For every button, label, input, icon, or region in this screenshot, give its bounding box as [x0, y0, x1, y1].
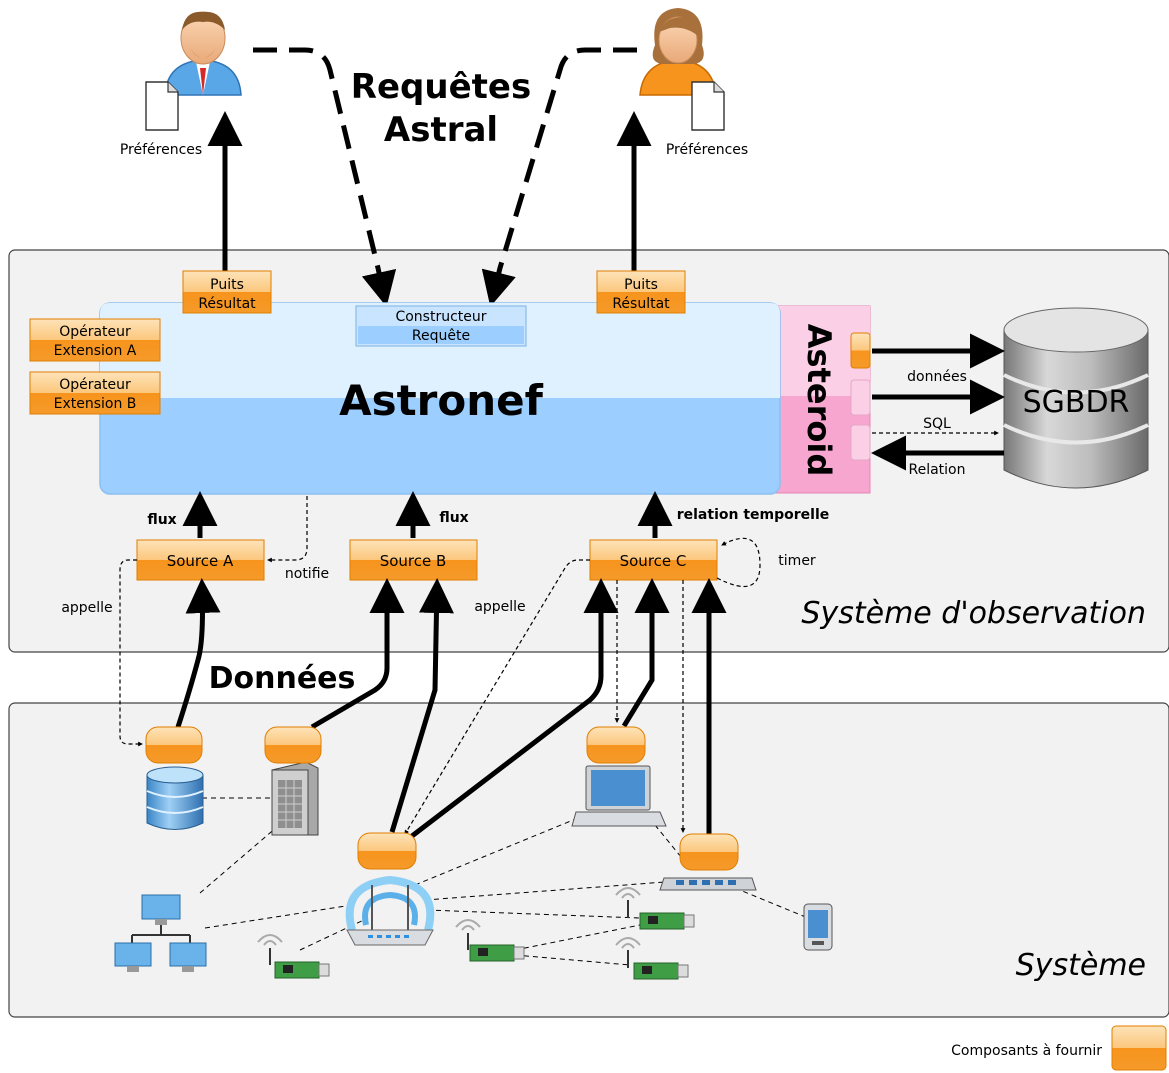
timer-loop: [716, 537, 761, 587]
relation-temporelle-label: relation temporelle: [677, 507, 830, 523]
source-c: Source C: [589, 539, 718, 581]
svg-text:Constructeur: Constructeur: [395, 309, 486, 325]
device-connector-switch: [679, 833, 739, 871]
donnees-label: données: [907, 369, 967, 385]
svg-text:Extension A: Extension A: [54, 343, 137, 359]
appelle-left-label: appelle: [61, 600, 112, 616]
svg-text:Source A: Source A: [167, 552, 234, 570]
laptop-icon: [571, 765, 667, 827]
legend-swatch: [1111, 1025, 1167, 1071]
source-a: Source A: [136, 539, 265, 581]
appelle-mid-label: appelle: [474, 599, 525, 615]
data-link-laptop-to-source-c: [621, 578, 670, 728]
database-sgbdr: SGBDR: [1003, 307, 1149, 489]
puits-resultat-left: Puits Résultat: [182, 270, 272, 314]
asteroid-connector: [850, 379, 871, 416]
preferences-left-label: Préférences: [120, 142, 202, 158]
astronef-title: Astronef: [339, 376, 544, 425]
database-icon: [146, 766, 204, 830]
timer-label: timer: [778, 553, 816, 569]
device-connector-laptop: [586, 726, 646, 764]
appelle-left-arrow: [119, 559, 143, 747]
puits-resultat-right: Puits Résultat: [596, 270, 686, 314]
svg-text:Requête: Requête: [412, 328, 470, 344]
flux-label-a: flux: [147, 512, 176, 528]
svg-text:Résultat: Résultat: [612, 296, 670, 312]
server-icon: [271, 761, 319, 836]
preferences-right-label: Préférences: [666, 142, 748, 158]
asteroid-title: Asteroid: [800, 324, 838, 476]
svg-text:Résultat: Résultat: [198, 296, 256, 312]
legend-label: Composants à fournir: [951, 1043, 1102, 1059]
switch-icon: [659, 877, 757, 891]
device-links: [199, 797, 809, 966]
requests-label-line2: Astral: [384, 110, 498, 150]
sensor-board-icon: [615, 887, 695, 930]
notifie-label: notifie: [285, 566, 329, 582]
request-arrow-left: [253, 47, 397, 307]
flux-label-b: flux: [439, 510, 468, 526]
sql-label: SQL: [923, 416, 951, 432]
svg-text:Puits: Puits: [210, 277, 244, 293]
operator-extension-a: Opérateur Extension A: [29, 318, 161, 362]
sgbdr-label: SGBDR: [1023, 385, 1130, 420]
observation-system-title: Système d'observation: [801, 596, 1146, 631]
svg-text:Source B: Source B: [380, 552, 447, 570]
phone-icon: [803, 903, 833, 951]
source-b: Source B: [349, 539, 478, 581]
wifi-router-icon: [345, 875, 435, 946]
svg-text:Opérateur: Opérateur: [59, 377, 131, 393]
device-connector-server: [264, 726, 322, 764]
data-link-router-to-source-b: [389, 578, 454, 833]
svg-text:Extension B: Extension B: [54, 396, 137, 412]
system-title: Système: [1016, 948, 1146, 983]
svg-text:Puits: Puits: [624, 277, 658, 293]
sensor-board-icon: [257, 934, 330, 979]
data-link-server-to-source-b: [310, 578, 405, 730]
relation-label: Relation: [909, 462, 966, 478]
device-connector-router: [357, 832, 417, 870]
svg-text:Opérateur: Opérateur: [59, 324, 131, 340]
requests-label-line1: Requêtes: [351, 67, 531, 107]
constructeur-requete-box: Constructeur Requête: [355, 305, 527, 347]
data-label: Données: [209, 661, 356, 696]
operator-extension-b: Opérateur Extension B: [29, 371, 161, 415]
document-icon: [691, 81, 725, 131]
sensor-board-icon: [455, 919, 525, 962]
document-icon: [145, 81, 179, 131]
request-arrow-right: [481, 47, 637, 307]
asteroid-connector: [850, 424, 871, 461]
svg-text:Source C: Source C: [620, 552, 687, 570]
data-link-db-to-source-a: [175, 578, 221, 728]
notifie-arrow: [267, 496, 308, 563]
network-icon: [114, 894, 207, 972]
sensor-board-icon: [615, 937, 689, 980]
asteroid-connector-orange: [850, 332, 871, 369]
device-connector-db: [145, 726, 203, 764]
data-link-router-to-source-c: [410, 578, 619, 838]
man-user-icon: [164, 11, 242, 96]
